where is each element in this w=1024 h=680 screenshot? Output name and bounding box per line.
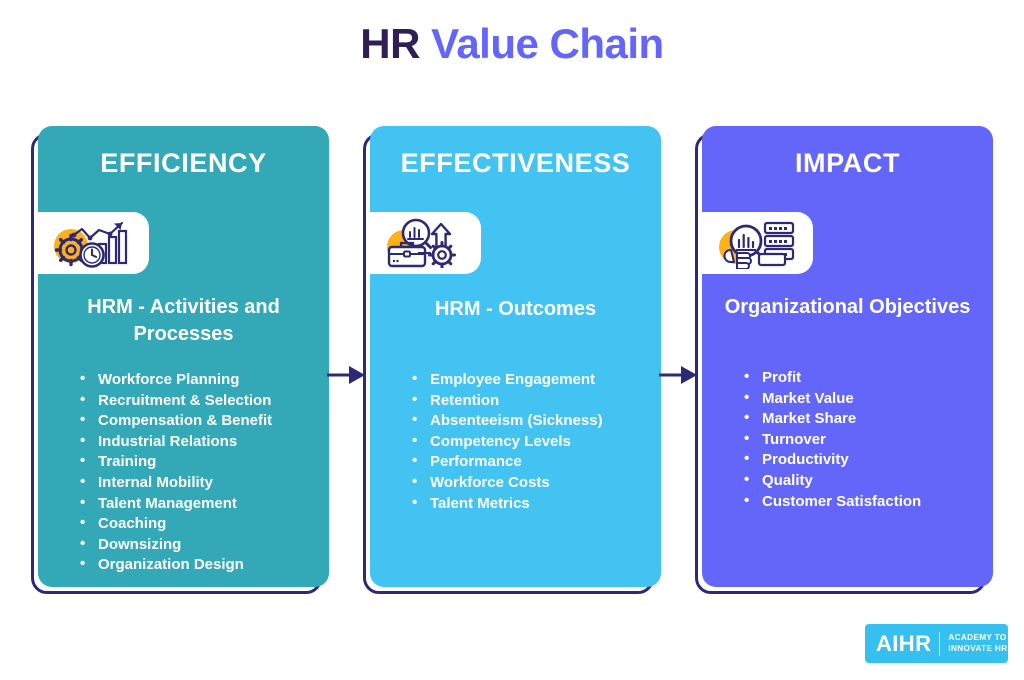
card-body-effectiveness: EFFECTIVENESS (370, 126, 661, 587)
list-item: Organization Design (80, 554, 325, 576)
list-item: Turnover (744, 429, 989, 451)
page-title: HR Value Chain (0, 20, 1024, 68)
list-item: Industrial Relations (80, 431, 325, 453)
list-item: Workforce Planning (80, 369, 325, 391)
magnifier-data-server-icon (709, 217, 799, 269)
list-item: Productivity (744, 449, 989, 471)
logo-divider (939, 631, 941, 656)
logo-brand-text: AIHR (876, 630, 932, 656)
list-item: Retention (412, 390, 657, 412)
arrow-efficiency-to-effectiveness (327, 366, 365, 384)
icon-plate-effectiveness (370, 212, 481, 274)
card-efficiency[interactable]: EFFICIENCY (31, 126, 329, 594)
list-item: Absenteeism (Sickness) (412, 410, 657, 432)
gear-clock-chart-icon (44, 218, 136, 268)
card-subheading-efficiency: HRM - Activities and Processes (87, 296, 280, 345)
card-list-effectiveness: Employee Engagement Retention Absenteeis… (412, 369, 657, 515)
list-item: Talent Management (80, 493, 325, 515)
card-impact[interactable]: IMPACT (695, 126, 993, 594)
card-list-efficiency: Workforce Planning Recruitment & Selecti… (80, 369, 325, 576)
page-title-primary: HR (360, 20, 432, 67)
card-heading-efficiency: EFFICIENCY (100, 148, 267, 178)
list-item: Competency Levels (412, 431, 657, 453)
list-item: Recruitment & Selection (80, 390, 325, 412)
list-item: Employee Engagement (412, 369, 657, 391)
card-body-efficiency: EFFICIENCY (38, 126, 329, 587)
logo-tagline-line2: INNOVATE HR (948, 643, 1008, 653)
list-item: Internal Mobility (80, 472, 325, 494)
aihr-logo[interactable]: AIHR ACADEMY TO INNOVATE HR (865, 624, 1008, 663)
list-item: Compensation & Benefit (80, 410, 325, 432)
arrow-effectiveness-to-impact (659, 366, 697, 384)
icon-plate-impact (702, 212, 813, 274)
card-subheading-effectiveness: HRM - Outcomes (434, 298, 597, 320)
logo-tagline: ACADEMY TO INNOVATE HR (948, 633, 1007, 654)
list-item: Downsizing (80, 534, 325, 556)
list-item: Market Share (744, 408, 989, 430)
list-item: Customer Satisfaction (744, 491, 989, 513)
list-item: Workforce Costs (412, 472, 657, 494)
card-list-impact: Profit Market Value Market Share Turnove… (744, 367, 989, 513)
list-item: Performance (412, 451, 657, 473)
card-heading-effectiveness: EFFECTIVENESS (400, 148, 631, 178)
card-body-impact: IMPACT (702, 126, 993, 587)
card-subheading-impact: Organizational Objectives (724, 296, 971, 318)
list-item: Profit (744, 367, 989, 389)
card-heading-impact: IMPACT (794, 148, 901, 178)
icon-plate-efficiency (38, 212, 149, 274)
list-item: Talent Metrics (412, 493, 657, 515)
list-item: Training (80, 451, 325, 473)
page-title-secondary: Value Chain (431, 20, 664, 67)
logo-tagline-line1: ACADEMY TO (948, 633, 1007, 642)
list-item: Quality (744, 470, 989, 492)
value-chain-cards: EFFICIENCY (0, 126, 1024, 596)
briefcase-magnifier-gear-icon (378, 218, 466, 268)
list-item: Market Value (744, 388, 989, 410)
card-effectiveness[interactable]: EFFECTIVENESS (363, 126, 661, 594)
list-item: Coaching (80, 513, 325, 535)
